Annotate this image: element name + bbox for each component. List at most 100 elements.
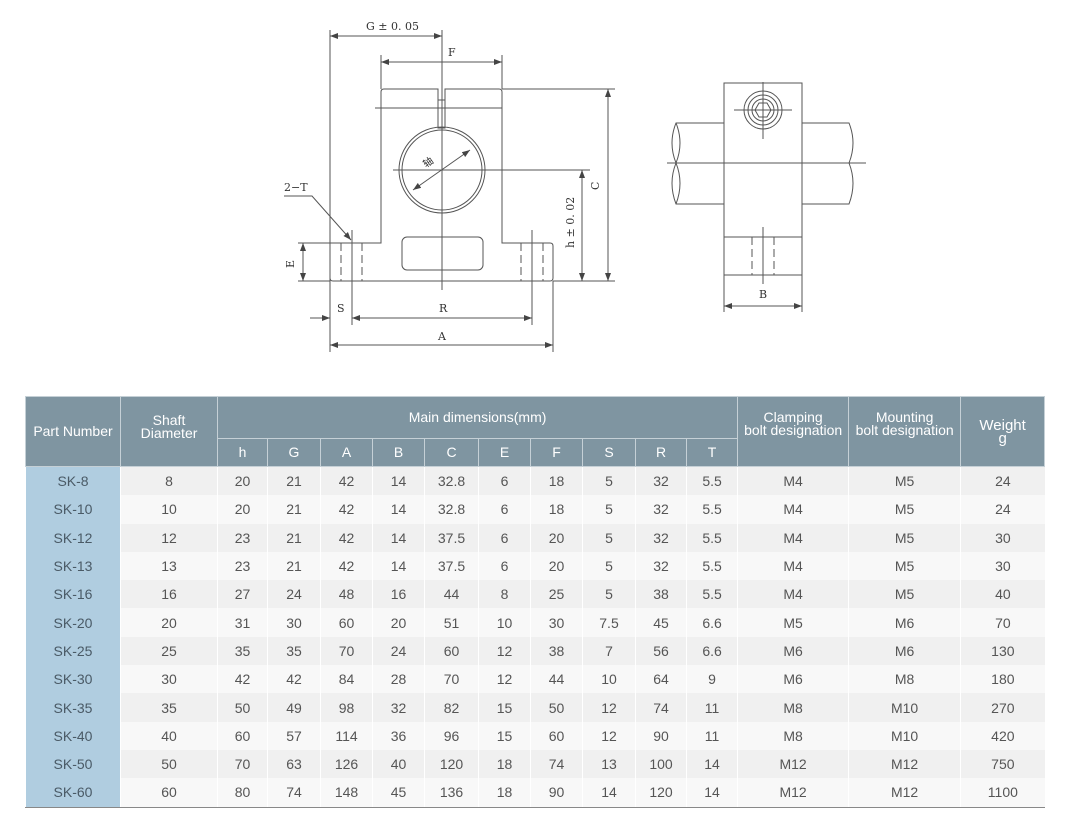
table-cell: 82 [424, 693, 479, 722]
table-cell: M5 [848, 495, 961, 524]
label-shaft: 轴 [420, 154, 436, 170]
table-cell: 14 [372, 466, 425, 496]
table-cell: 14 [582, 778, 636, 808]
table-cell: 50 [217, 693, 268, 722]
table-cell: 64 [635, 665, 687, 694]
table-cell: 30 [960, 551, 1045, 581]
table-cell: 60 [120, 778, 218, 808]
table-cell: 5 [582, 495, 636, 524]
table-cell: 60 [530, 721, 583, 750]
table-cell: 44 [530, 665, 583, 694]
table-cell: 42 [320, 523, 373, 552]
label-s: S [337, 302, 345, 315]
table-cell: 13 [582, 749, 636, 779]
table-cell: 21 [267, 523, 321, 552]
table-cell: 80 [217, 778, 268, 808]
table-cell: 32 [635, 523, 687, 552]
table-cell: 6 [478, 523, 531, 552]
table-cell: 270 [960, 693, 1045, 722]
table-cell: 114 [320, 721, 373, 750]
table-cell: 60 [424, 636, 479, 666]
table-cell: 18 [530, 466, 583, 496]
table-cell: 70 [320, 636, 373, 666]
table-cell: 12 [582, 693, 636, 722]
header-dim-F: F [530, 438, 583, 467]
table-cell: 5.5 [685, 495, 738, 524]
header-dim-G: G [267, 438, 321, 467]
part-number-cell: SK-20 [25, 608, 121, 637]
front-view [284, 30, 615, 352]
table-cell: 38 [530, 636, 583, 666]
header-dim-C: C [424, 438, 479, 467]
side-view [667, 82, 866, 312]
table-cell: 5.5 [685, 523, 738, 552]
table-cell: 5 [582, 551, 636, 581]
table-cell: 30 [530, 608, 583, 637]
table-cell: 32 [372, 693, 425, 722]
table-cell: 45 [635, 608, 687, 637]
table-cell: 420 [960, 721, 1045, 750]
table-cell: 8 [120, 466, 218, 496]
table-cell: 30 [267, 608, 321, 637]
label-h: h ± 0. 02 [564, 197, 577, 248]
table-cell: 7 [582, 636, 636, 666]
table-cell: 74 [530, 749, 583, 779]
header-part-number: Part Number [25, 396, 121, 467]
table-cell: 32 [635, 551, 687, 581]
table-cell: 120 [635, 778, 687, 808]
table-cell: 12 [478, 636, 531, 666]
table-cell: 10 [582, 665, 636, 694]
table-cell: 24 [372, 636, 425, 666]
table-cell: 31 [217, 608, 268, 637]
table-cell: 14 [372, 495, 425, 524]
table-cell: 12 [582, 721, 636, 750]
table-cell: 20 [530, 551, 583, 581]
table-cell: 24 [960, 466, 1045, 496]
table-cell: 37.5 [424, 551, 479, 581]
table-cell: 20 [120, 608, 218, 637]
table-cell: 7.5 [582, 608, 636, 637]
table-cell: 24 [267, 580, 321, 609]
table-cell: 35 [120, 693, 218, 722]
table-cell: 5.5 [685, 466, 738, 496]
table-cell: M4 [737, 523, 849, 552]
table-cell: 6 [478, 466, 531, 496]
table-cell: 5.5 [685, 551, 738, 581]
table-cell: 6.6 [685, 608, 738, 637]
table-cell: M12 [737, 749, 849, 779]
table-cell: 49 [267, 693, 321, 722]
part-number-cell: SK-10 [25, 495, 121, 524]
header-dim-R: R [635, 438, 687, 467]
table-cell: M12 [848, 778, 961, 808]
table-cell: M6 [848, 608, 961, 637]
table-cell: 70 [424, 665, 479, 694]
table-cell: 11 [685, 693, 738, 722]
table-cell: 38 [635, 580, 687, 609]
table-cell: 96 [424, 721, 479, 750]
table-cell: M5 [737, 608, 849, 637]
table-cell: M8 [737, 721, 849, 750]
table-cell: 750 [960, 749, 1045, 779]
table-cell: M8 [848, 665, 961, 694]
table-cell: 50 [530, 693, 583, 722]
label-b: B [759, 288, 767, 301]
table-cell: 90 [635, 721, 687, 750]
table-cell: 42 [217, 665, 268, 694]
label-c: C [589, 182, 602, 190]
table-cell: 21 [267, 495, 321, 524]
table-cell: 35 [267, 636, 321, 666]
part-number-cell: SK-40 [25, 721, 121, 750]
table-cell: M6 [737, 636, 849, 666]
table-cell: 21 [267, 551, 321, 581]
table-cell: 20 [217, 466, 268, 496]
table-cell: M12 [848, 749, 961, 779]
